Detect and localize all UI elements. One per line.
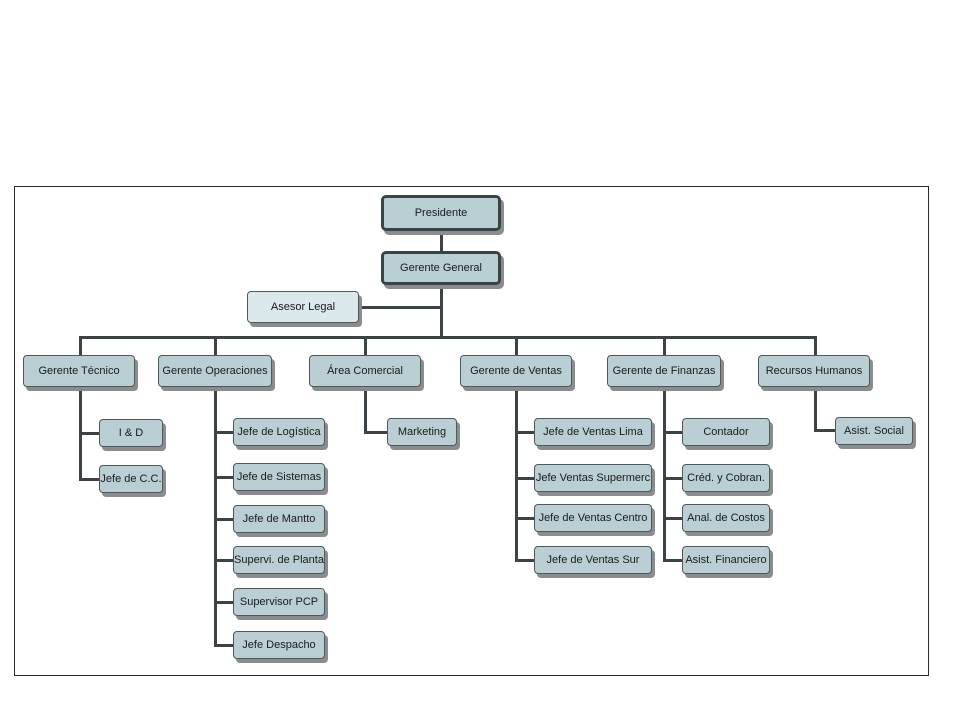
connector-line	[515, 559, 535, 562]
connector-line	[364, 387, 367, 434]
position-box: Jefe de Ventas Centro	[534, 504, 652, 532]
position-box: Jefe de Ventas Sur	[534, 546, 652, 574]
connector-line	[663, 517, 683, 520]
position-box: Supervi. de Planta	[233, 546, 325, 574]
connector-line	[663, 387, 666, 562]
position-box: Anal. de Costos	[682, 504, 770, 532]
org-chart-frame: Presidente Gerente General Asesor Legal …	[14, 186, 929, 676]
connector-line	[663, 431, 683, 434]
department-box: Gerente de Ventas	[460, 355, 572, 387]
position-box: Jefe Ventas Supermerc	[534, 464, 652, 492]
connector-line	[214, 518, 234, 521]
connector-line	[79, 336, 817, 339]
position-box: Jefe de Mantto	[233, 505, 325, 533]
department-box: Área Comercial	[309, 355, 421, 387]
connector-line	[663, 559, 683, 562]
position-box: Jefe de Sistemas	[233, 463, 325, 491]
connector-line	[515, 431, 535, 434]
department-box: Gerente Técnico	[23, 355, 135, 387]
general-manager-box: Gerente General	[381, 251, 501, 285]
connector-line	[515, 517, 535, 520]
department-box: Gerente de Finanzas	[607, 355, 721, 387]
advisor-box: Asesor Legal	[247, 291, 359, 323]
connector-line	[79, 336, 82, 356]
connector-line	[214, 601, 234, 604]
connector-line	[364, 336, 367, 356]
position-box: Contador	[682, 418, 770, 446]
position-box: Asist. Financiero	[682, 546, 770, 574]
connector-line	[663, 477, 683, 480]
connector-line	[814, 336, 817, 356]
position-box: Jefe de Logística	[233, 418, 325, 446]
connector-line	[79, 478, 101, 481]
connector-line	[663, 336, 666, 356]
connector-line	[214, 644, 234, 647]
connector-line	[214, 431, 234, 434]
department-box: Gerente Operaciones	[158, 355, 272, 387]
connector-line	[79, 432, 101, 435]
connector-line	[440, 285, 443, 337]
connector-line	[814, 387, 817, 432]
connector-line	[440, 231, 443, 253]
position-box: Marketing	[387, 418, 457, 446]
position-box: Jefe de Ventas Lima	[534, 418, 652, 446]
position-box: Créd. y Cobran.	[682, 464, 770, 492]
position-box: Supervisor PCP	[233, 588, 325, 616]
connector-line	[214, 559, 234, 562]
connector-line	[364, 431, 388, 434]
connector-line	[214, 336, 217, 356]
president-box: Presidente	[381, 195, 501, 231]
connector-line	[515, 387, 518, 562]
department-box: Recursos Humanos	[758, 355, 870, 387]
position-box: Jefe de C.C.	[99, 465, 163, 493]
connector-line	[814, 429, 836, 432]
connector-line	[214, 387, 217, 647]
position-box: Jefe Despacho	[233, 631, 325, 659]
position-box: I & D	[99, 419, 163, 447]
connector-line	[515, 477, 535, 480]
connector-line	[515, 336, 518, 356]
connector-line	[214, 476, 234, 479]
connector-line	[360, 306, 442, 309]
position-box: Asist. Social	[835, 417, 913, 445]
